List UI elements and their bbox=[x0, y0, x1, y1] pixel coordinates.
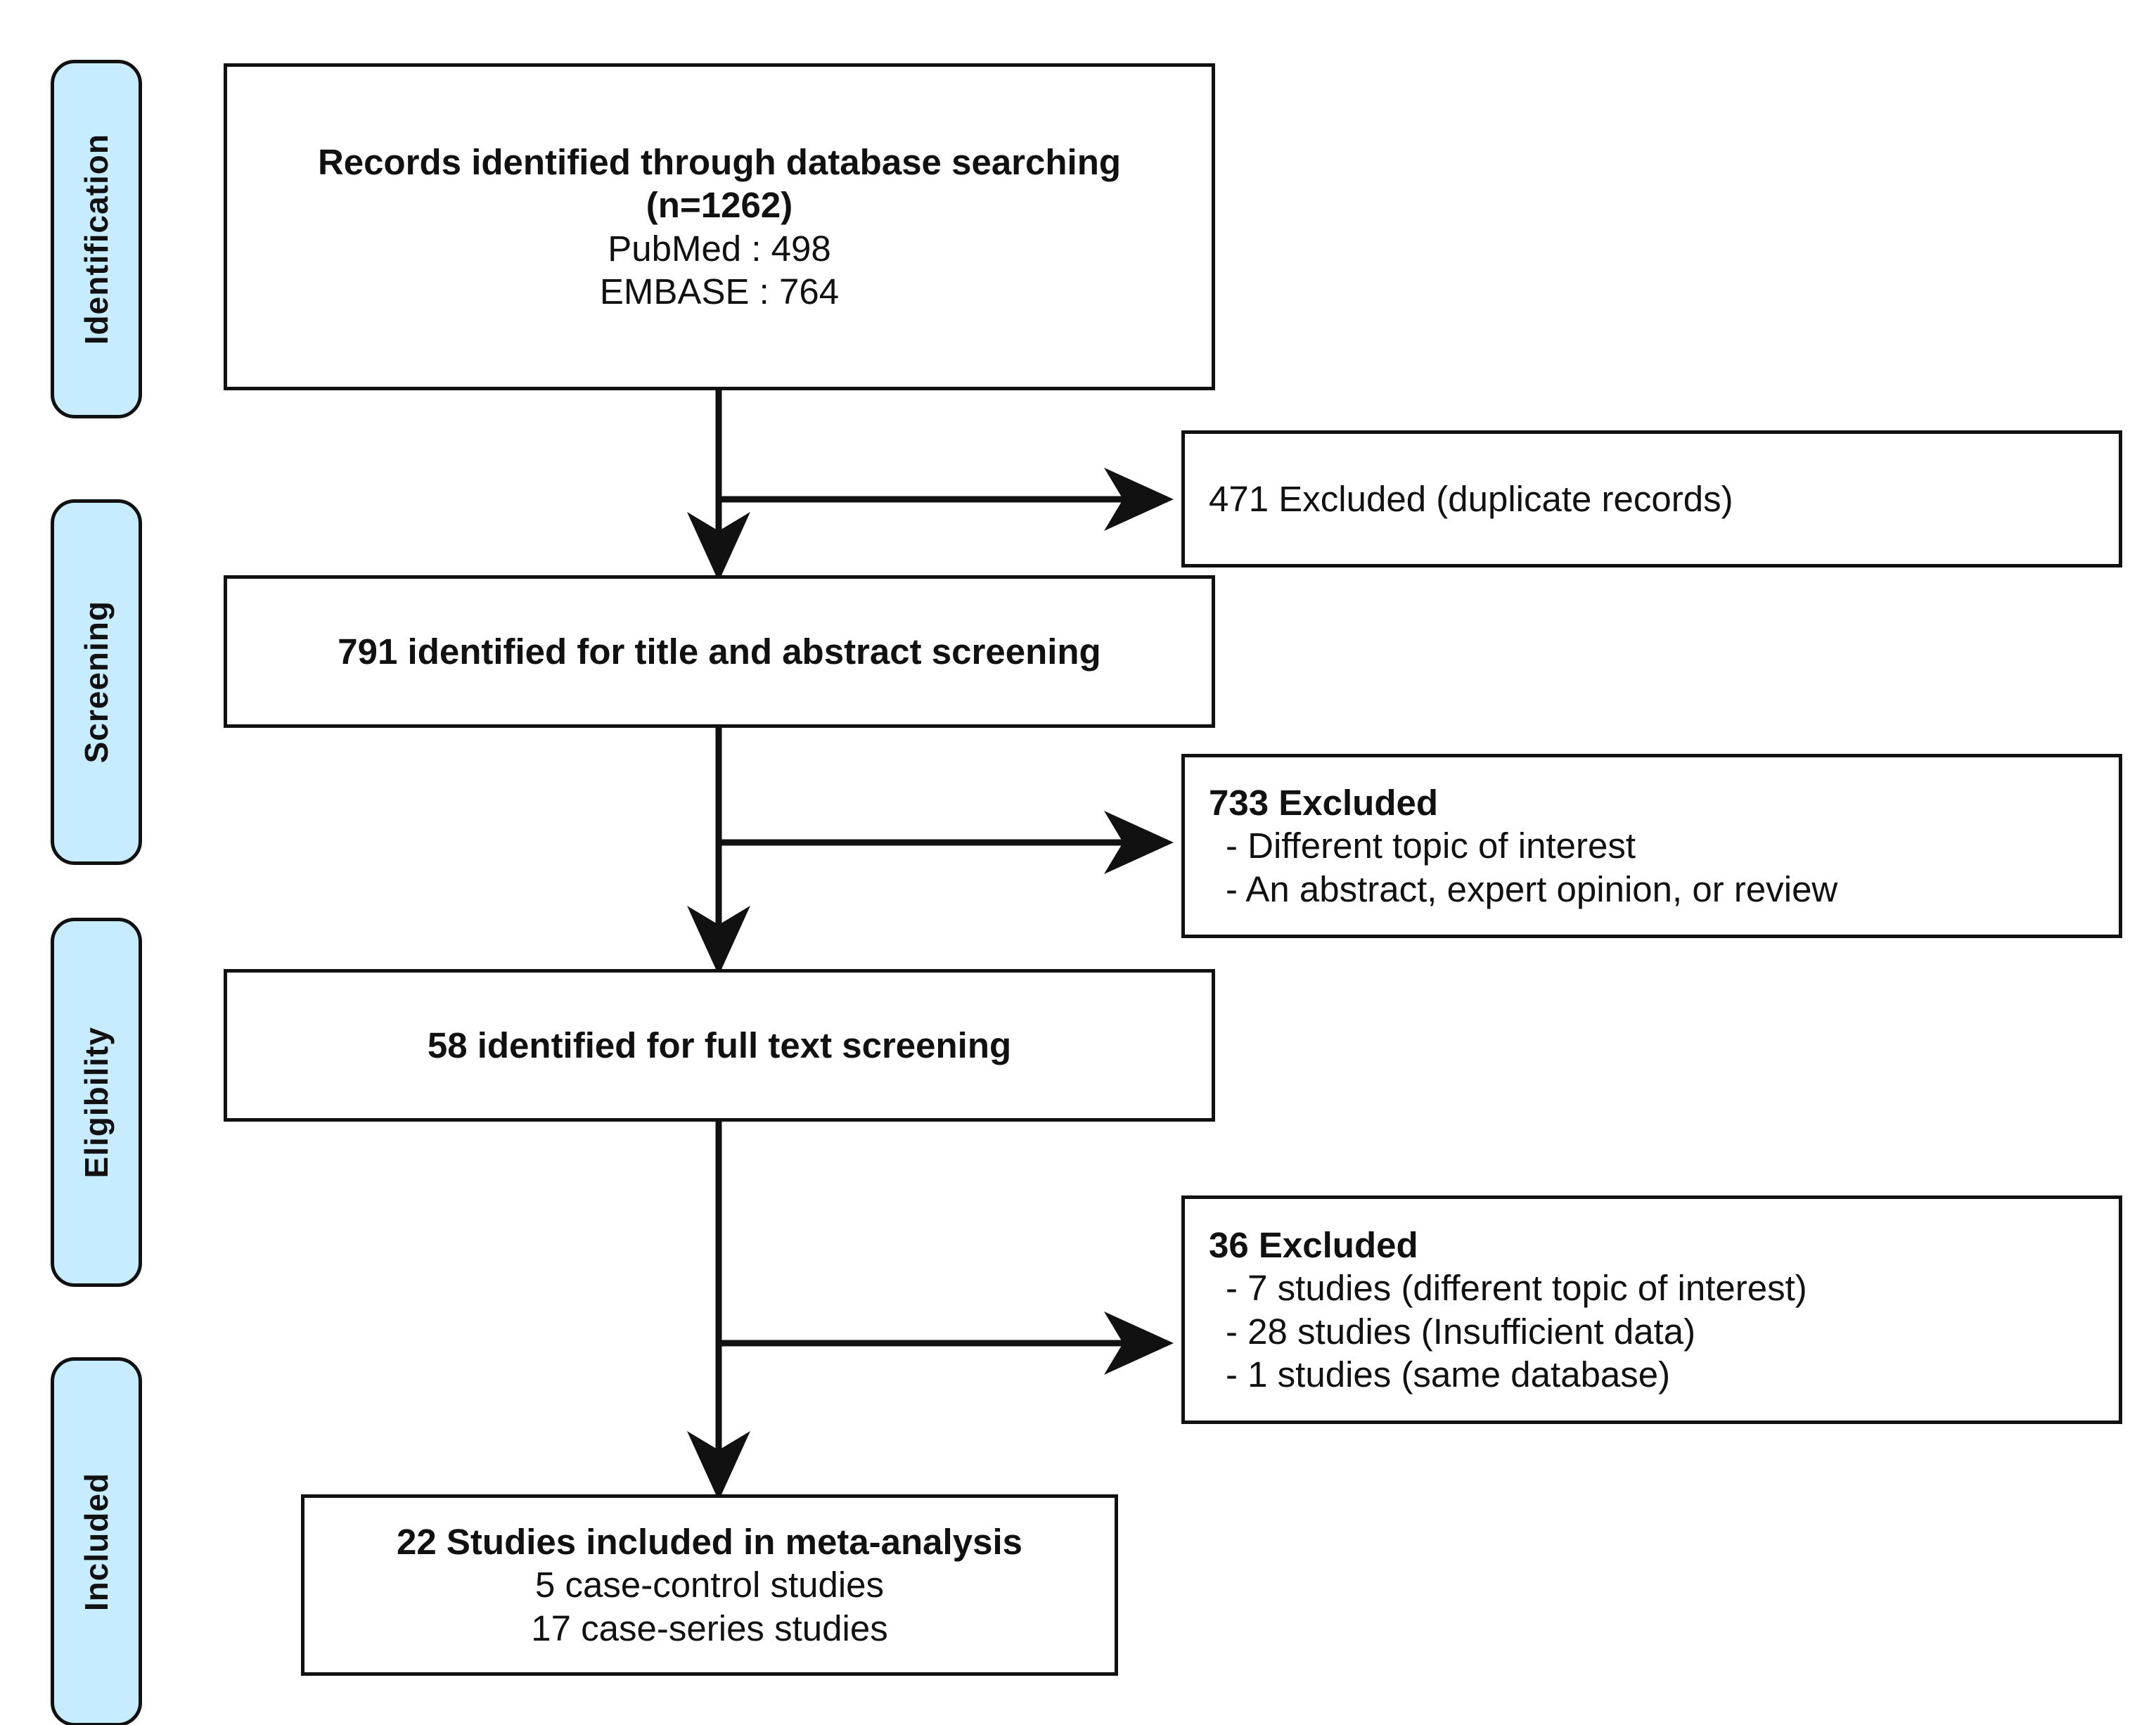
count-equals: = bbox=[679, 185, 701, 226]
count-n-symbol: n bbox=[657, 185, 680, 226]
box-excluded-full-text: 36 Excluded - 7 studies (different topic… bbox=[1181, 1195, 2122, 1424]
records-identified-source-pubmed: PubMed : 498 bbox=[608, 228, 831, 269]
excluded-screening-reason-1: - Different topic of interest bbox=[1226, 826, 1636, 866]
stage-pill-included: Included bbox=[51, 1357, 142, 1725]
box-included-studies: 22 Studies included in meta-analysis 5 c… bbox=[301, 1494, 1118, 1676]
full-text-screening-heading: 58 identified for full text screening bbox=[427, 1025, 1012, 1065]
excluded-full-text-reason-1: - 7 studies (different topic of interest… bbox=[1226, 1268, 1807, 1309]
count-paren-open: ( bbox=[646, 185, 658, 226]
stage-pill-eligibility: Eligibility bbox=[51, 918, 142, 1287]
excluded-screening-heading: 733 Excluded bbox=[1209, 783, 1438, 823]
excluded-duplicates-count: 471 Excluded bbox=[1209, 478, 1427, 519]
stage-label-eligibility: Eligibility bbox=[78, 1026, 115, 1179]
excluded-duplicates-reason: (duplicate records) bbox=[1426, 478, 1733, 519]
box-records-identified: Records identified through database sear… bbox=[224, 63, 1215, 390]
excluded-full-text-reason-3: - 1 studies (same database) bbox=[1185, 1353, 1670, 1396]
box-title-abstract-screening: 791 identified for title and abstract sc… bbox=[224, 575, 1215, 728]
excluded-full-text-reason-3-paren: ) bbox=[1658, 1354, 1671, 1394]
included-studies-heading: 22 Studies included in meta-analysis bbox=[397, 1522, 1022, 1563]
count-paren-close: ) bbox=[781, 185, 793, 226]
stage-label-identification: Identification bbox=[78, 133, 115, 345]
title-abstract-screening-heading: 791 identified for title and abstract sc… bbox=[338, 631, 1101, 672]
excluded-full-text-reason-3-text: - 1 studies (same database bbox=[1226, 1354, 1659, 1394]
stage-label-included: Included bbox=[78, 1472, 115, 1612]
stage-pill-screening: Screening bbox=[51, 499, 142, 865]
box-excluded-duplicates: 471 Excluded (duplicate records) bbox=[1181, 430, 2122, 567]
records-identified-count: (n=1262) bbox=[646, 184, 793, 226]
excluded-screening-reason-2: - An abstract, expert opinion, or review bbox=[1226, 868, 1838, 909]
stage-label-screening: Screening bbox=[78, 601, 115, 764]
excluded-full-text-heading: 36 Excluded bbox=[1209, 1225, 1418, 1266]
count-value: 1262 bbox=[700, 185, 781, 226]
included-studies-case-series: 17 case-series studies bbox=[531, 1608, 888, 1648]
box-full-text-screening: 58 identified for full text screening bbox=[224, 969, 1215, 1122]
records-identified-source-embase: EMBASE : 764 bbox=[599, 271, 840, 312]
records-identified-heading: Records identified through database sear… bbox=[317, 142, 1122, 183]
included-studies-case-control: 5 case-control studies bbox=[534, 1565, 885, 1605]
excluded-full-text-reason-2: - 28 studies (Insufficient data) bbox=[1226, 1311, 1696, 1352]
stage-pill-identification: Identification bbox=[51, 60, 142, 418]
excluded-duplicates-text: 471 Excluded (duplicate records) bbox=[1185, 477, 1733, 520]
box-excluded-screening: 733 Excluded - Different topic of intere… bbox=[1181, 754, 2122, 938]
